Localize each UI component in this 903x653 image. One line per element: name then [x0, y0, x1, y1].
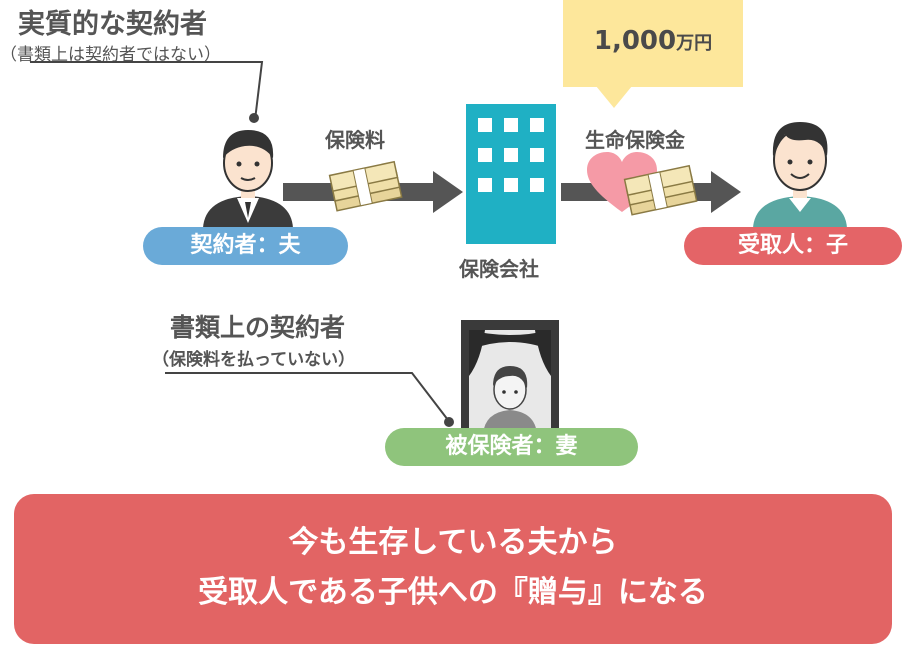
- cash-stack-icon-2: [623, 164, 698, 216]
- nominal-contractor-title: 書類上の契約者: [170, 313, 346, 342]
- actual-contractor-subtitle: （書類上は契約者ではない）: [0, 45, 221, 65]
- cash-stack-icon: [328, 160, 403, 212]
- wife-memorial-portrait: [461, 320, 559, 440]
- contractor-husband-pill: 契約者：夫: [143, 227, 348, 265]
- insurance-company-building-icon: [466, 104, 556, 244]
- insurance-company-label: 保険会社: [459, 257, 539, 281]
- payout-amount-callout: 1,000万円: [563, 0, 743, 87]
- death-benefit-label: 生命保険金: [585, 128, 685, 152]
- child-figure: [753, 122, 847, 228]
- actual-contractor-title: 実質的な契約者: [18, 9, 207, 40]
- conclusion-line-1: 今も生存している夫から: [288, 525, 618, 560]
- insured-wife-pill: 被保険者：妻: [385, 428, 638, 466]
- nominal-contractor-subtitle: （保険料を払っていない）: [152, 350, 356, 370]
- payout-unit: 万円: [676, 33, 713, 54]
- conclusion-line-2: 受取人である子供への『贈与』になる: [198, 575, 708, 610]
- payout-amount: 1,000: [593, 26, 677, 56]
- recipient-child-pill: 受取人：子: [684, 227, 902, 265]
- premium-label: 保険料: [325, 128, 385, 152]
- callout-pointer: [596, 86, 632, 108]
- conclusion-banner: 今も生存している夫から 受取人である子供への『贈与』になる: [14, 494, 892, 644]
- husband-figure: [203, 130, 293, 228]
